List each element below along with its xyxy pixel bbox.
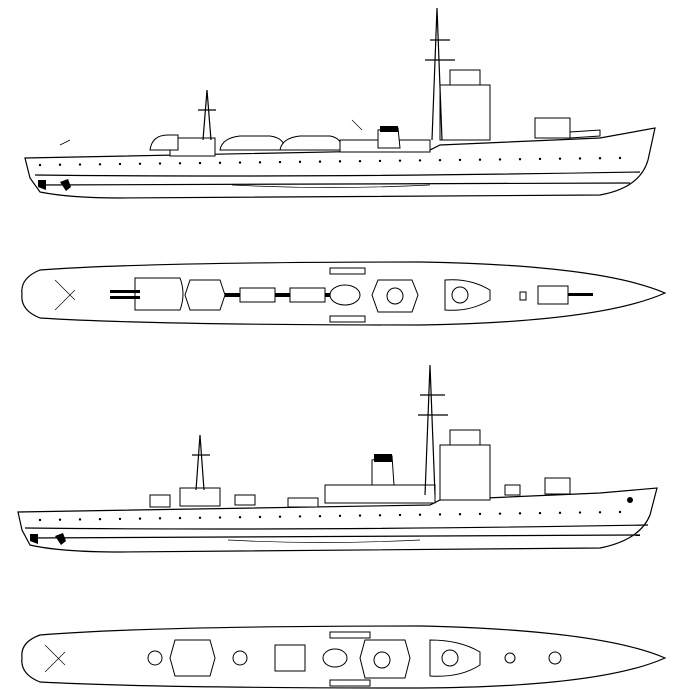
porthole <box>618 510 622 514</box>
porthole <box>438 513 442 516</box>
ship-plan-view-2 <box>21 625 667 689</box>
porthole <box>198 516 202 519</box>
porthole <box>138 517 142 520</box>
porthole <box>198 161 202 165</box>
ship-profile-view-2 <box>17 364 658 553</box>
porthole <box>458 513 462 516</box>
porthole <box>378 159 382 163</box>
porthole <box>378 514 382 517</box>
portholes <box>38 156 622 167</box>
porthole <box>478 158 482 161</box>
porthole <box>478 512 482 516</box>
deck-outline <box>21 261 667 326</box>
porthole <box>598 511 602 514</box>
boot-topping <box>34 171 641 177</box>
porthole <box>498 158 502 161</box>
porthole <box>398 159 402 162</box>
hull-outline <box>24 127 656 199</box>
porthole <box>278 515 282 518</box>
porthole <box>318 514 322 518</box>
porthole <box>358 159 362 163</box>
porthole <box>98 517 102 521</box>
porthole <box>558 157 562 160</box>
porthole <box>298 515 302 518</box>
porthole <box>518 158 522 161</box>
porthole <box>338 160 342 163</box>
porthole <box>538 511 542 515</box>
porthole <box>178 516 182 520</box>
porthole <box>58 518 62 521</box>
porthole <box>498 512 502 515</box>
porthole <box>558 511 562 515</box>
porthole <box>438 158 442 162</box>
porthole <box>158 162 162 165</box>
ship-profile-view-1 <box>24 7 656 199</box>
porthole <box>58 163 62 166</box>
porthole <box>238 516 242 519</box>
porthole <box>258 515 262 519</box>
porthole <box>218 516 222 519</box>
porthole <box>118 517 122 521</box>
porthole <box>98 163 102 166</box>
porthole <box>178 162 182 165</box>
porthole <box>298 160 302 164</box>
porthole <box>398 513 402 517</box>
portholes <box>38 510 622 522</box>
porthole <box>118 162 122 166</box>
porthole <box>38 518 42 522</box>
porthole <box>418 513 422 516</box>
porthole <box>618 156 622 160</box>
porthole <box>218 161 222 165</box>
porthole <box>238 161 242 164</box>
porthole <box>318 160 322 163</box>
porthole <box>538 157 542 161</box>
porthole <box>598 157 602 160</box>
porthole <box>458 158 462 162</box>
porthole <box>158 517 162 520</box>
porthole <box>418 159 422 162</box>
porthole <box>278 160 282 164</box>
waterline <box>39 182 631 186</box>
porthole <box>578 157 582 160</box>
porthole <box>358 514 362 517</box>
porthole <box>78 163 82 166</box>
porthole <box>258 161 262 164</box>
porthole <box>78 518 82 521</box>
porthole <box>518 512 522 515</box>
porthole <box>138 162 142 165</box>
ship-plan-view-1 <box>21 261 667 326</box>
porthole <box>338 514 342 518</box>
porthole <box>38 163 42 167</box>
porthole <box>578 511 582 514</box>
